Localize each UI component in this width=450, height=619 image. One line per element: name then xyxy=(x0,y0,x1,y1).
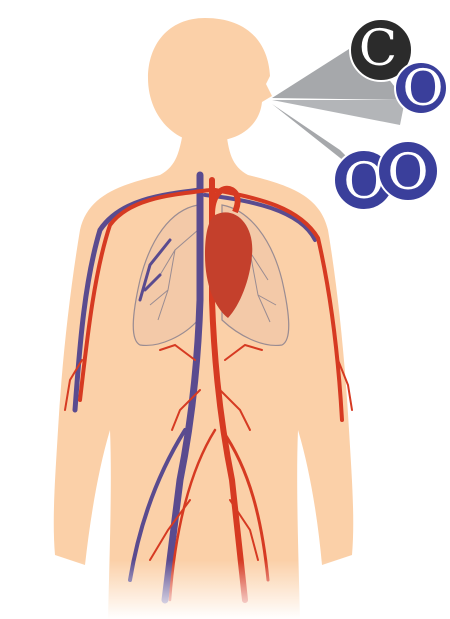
oxygen-atom-2-label: O xyxy=(388,143,429,201)
exhale-cone-lower xyxy=(272,100,405,125)
bottom-fade xyxy=(0,560,450,619)
carbon-atom-label: C xyxy=(359,19,397,77)
head-shape xyxy=(148,18,272,140)
oxygen-atom-exhaled-label: O xyxy=(403,59,444,117)
inhaled-molecule: O O xyxy=(334,141,438,210)
oxygen-atom-1-label: O xyxy=(344,152,385,210)
body-silhouette xyxy=(54,18,353,619)
